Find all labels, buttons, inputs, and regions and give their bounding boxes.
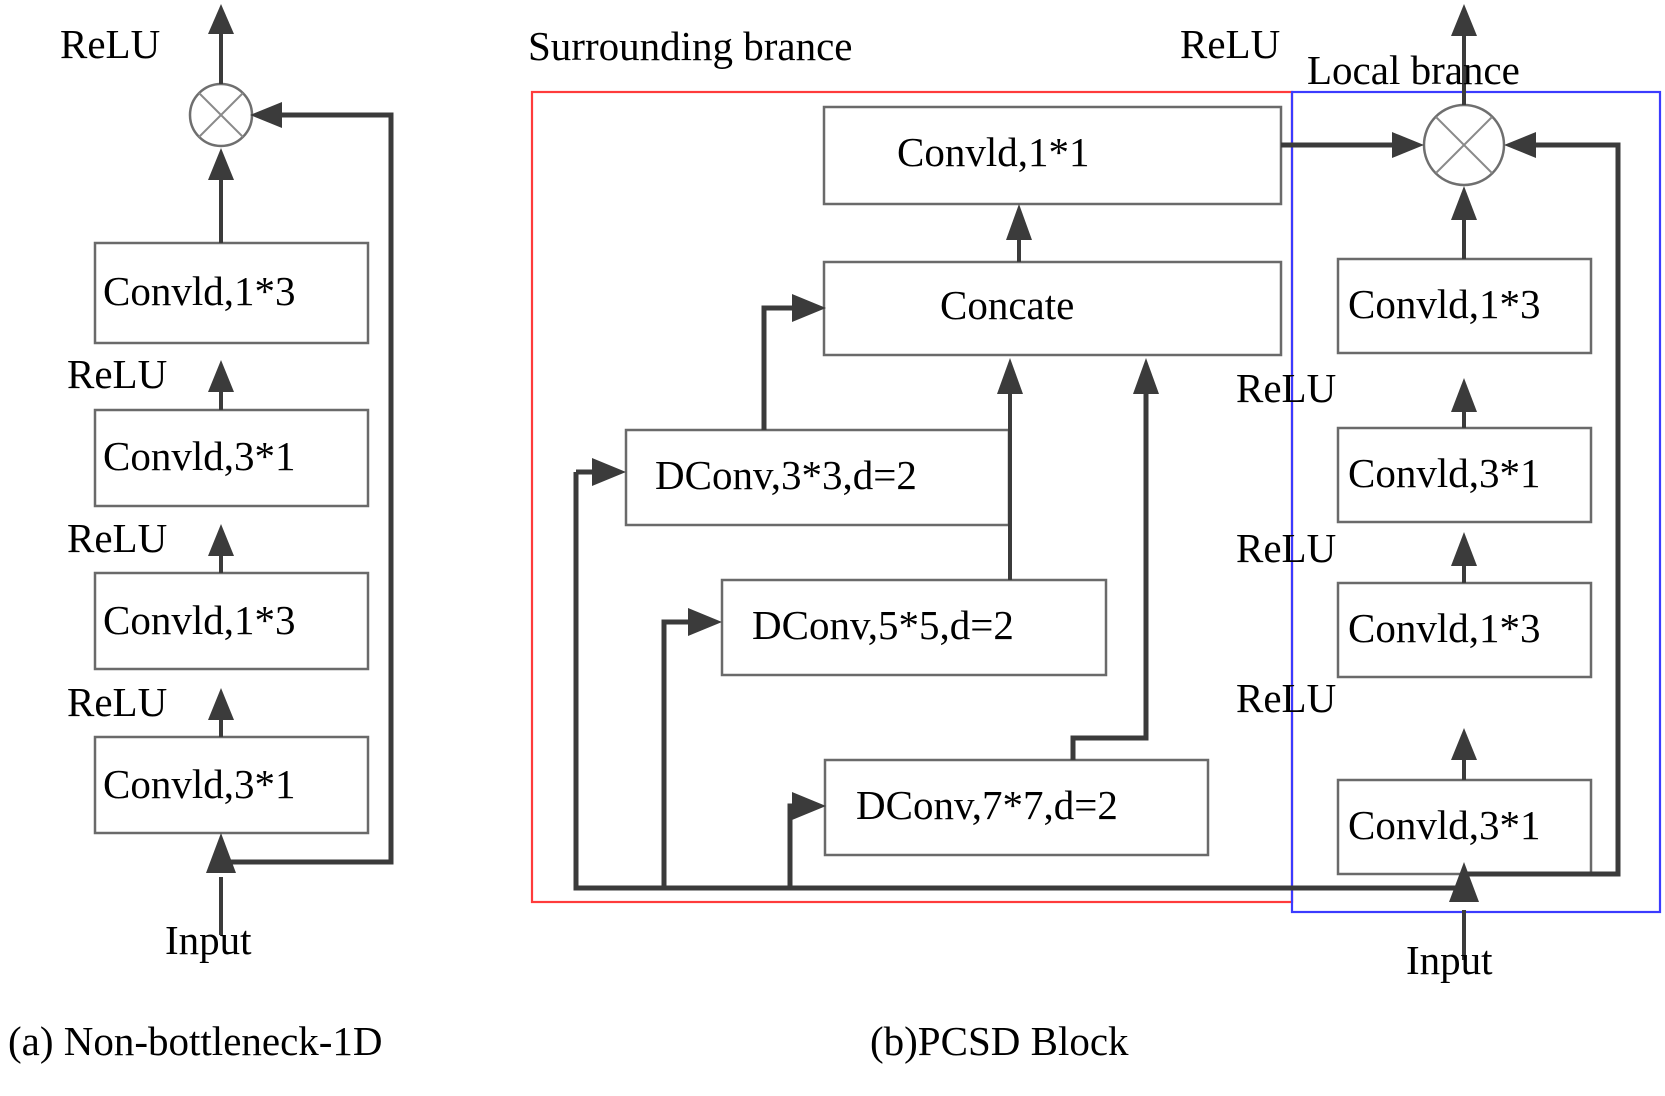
panel-a-relu-3: ReLU <box>67 351 168 397</box>
panel-b-label-concate: Concate <box>940 282 1075 328</box>
panel-b-relu-output: ReLU <box>1180 21 1281 67</box>
panel-b-box-dconv-5x5 <box>720 578 1108 677</box>
panel-b-box-local-conv1d-3x1-upper <box>1336 426 1593 524</box>
panel-b-bus-branch-dconv5 <box>661 619 692 888</box>
panel-a-label-conv1d-1x3-lower: Convld,1*3 <box>103 597 296 643</box>
panel-a-box-conv1d-1x3-top <box>93 241 370 345</box>
panel-b-output-arrowhead <box>1451 4 1477 36</box>
panel-a-arrowhead-box2-to-box1 <box>208 360 234 392</box>
panel-b-arrowhead-bus-to-dconv5 <box>688 608 722 636</box>
panel-b-local-skip-arrowhead <box>1504 132 1536 158</box>
panel-a-label-conv1d-3x1-upper: Convld,3*1 <box>103 433 296 479</box>
surrounding-branch-label: Surrounding brance <box>528 23 853 69</box>
panel-a-box-conv1d-1x3-lower <box>93 571 370 671</box>
panel-b-arrowhead-localbox4 <box>1451 728 1477 760</box>
panel-b-arrowhead-dconv3-to-concate <box>792 294 826 322</box>
panel-b-box-local-conv1d-3x1-bottom <box>1336 778 1593 876</box>
panel-a-relu-1: ReLU <box>67 679 168 725</box>
panel-b-wire-dconv7-to-concate <box>1070 392 1149 760</box>
panel-b-local-skip-connection <box>1464 142 1621 877</box>
panel-a-skip-connection <box>221 112 394 865</box>
panel-b-box-local-conv1d-1x3-top <box>1336 257 1593 355</box>
panel-b-arrowhead-localbox3 <box>1451 532 1477 566</box>
panel-b-relu-1: ReLU <box>1236 675 1337 721</box>
panel-b-arrowhead-concate-to-conv1x1 <box>1006 204 1032 240</box>
panel-b-relu-3: ReLU <box>1236 365 1337 411</box>
panel-b-arrowhead-dconv5-to-concate <box>997 358 1023 394</box>
panel-b-label-local-conv1d-3x1-upper: Convld,3*1 <box>1348 450 1541 496</box>
panel-a-relu-output: ReLU <box>60 21 161 67</box>
panel-b-input-bus <box>573 472 1464 891</box>
panel-b-label-dconv-7x7: DConv,7*7,d=2 <box>856 782 1118 828</box>
panel-b-input-label: Input <box>1406 937 1493 983</box>
panel-b-arrowhead-dconv7-to-concate <box>1133 358 1159 394</box>
panel-a-caption: (a) Non-bottleneck-1D <box>8 1018 383 1064</box>
panel-b-arrowhead-bus-to-dconv7 <box>792 792 826 820</box>
panel-b-arrowhead-input <box>1449 862 1479 902</box>
panel-b-label-dconv-3x3: DConv,3*3,d=2 <box>655 452 917 498</box>
panel-b-label-local-conv1d-1x3-lower: Convld,1*3 <box>1348 605 1541 651</box>
panel-a-relu-2: ReLU <box>67 515 168 561</box>
panel-b-label-local-conv1d-1x3-top: Convld,1*3 <box>1348 281 1541 327</box>
local-branch-region <box>1290 90 1662 914</box>
panel-a-label-conv1d-1x3-top: Convld,1*3 <box>103 268 296 314</box>
panel-a-output-arrowhead <box>208 4 234 34</box>
panel-a-box-conv1d-3x1-upper <box>93 408 370 508</box>
panel-a-arrowhead-box1-to-sum <box>208 148 234 180</box>
local-branch-label: Local brance <box>1307 47 1520 93</box>
panel-b-sum-cross-2 <box>1435 116 1493 174</box>
panel-a-box-conv1d-3x1-bottom <box>93 735 370 835</box>
panel-b-box-conv1d-1x1 <box>822 105 1283 206</box>
panel-b-box-dconv-3x3 <box>624 428 1011 527</box>
panel-b-box-dconv-7x7 <box>823 758 1210 857</box>
panel-a-label-conv1d-3x1-bottom: Convld,3*1 <box>103 761 296 807</box>
panel-b-arrowhead-localbox1-to-sum <box>1451 186 1477 220</box>
panel-a-input-label: Input <box>165 917 252 963</box>
panel-b-arrowhead-localbox2 <box>1451 378 1477 412</box>
panel-a-skip-arrowhead <box>250 102 282 128</box>
panel-a-arrowhead-box3-to-box2 <box>208 524 234 556</box>
panel-b-label-dconv-5x5: DConv,5*5,d=2 <box>752 602 1014 648</box>
panel-b-wire-dconv3-to-concate <box>761 305 800 430</box>
panel-b-arrowhead-conv1x1-to-sum <box>1392 132 1424 158</box>
panel-b-arrowhead-bus-to-dconv3 <box>592 458 626 486</box>
panel-b-box-concate <box>822 260 1283 357</box>
panel-a-arrowhead-input-to-box4 <box>206 833 236 873</box>
panel-b-caption: (b)PCSD Block <box>870 1018 1129 1064</box>
panel-a-arrowhead-box4-to-box3 <box>208 688 234 720</box>
panel-b-label-conv1d-1x1: Convld,1*1 <box>897 129 1090 175</box>
panel-b-label-local-conv1d-3x1-bottom: Convld,3*1 <box>1348 802 1541 848</box>
panel-b-relu-2: ReLU <box>1236 525 1337 571</box>
panel-a-sum-cross-2 <box>198 92 244 138</box>
panel-b-box-local-conv1d-1x3-lower <box>1336 581 1593 679</box>
